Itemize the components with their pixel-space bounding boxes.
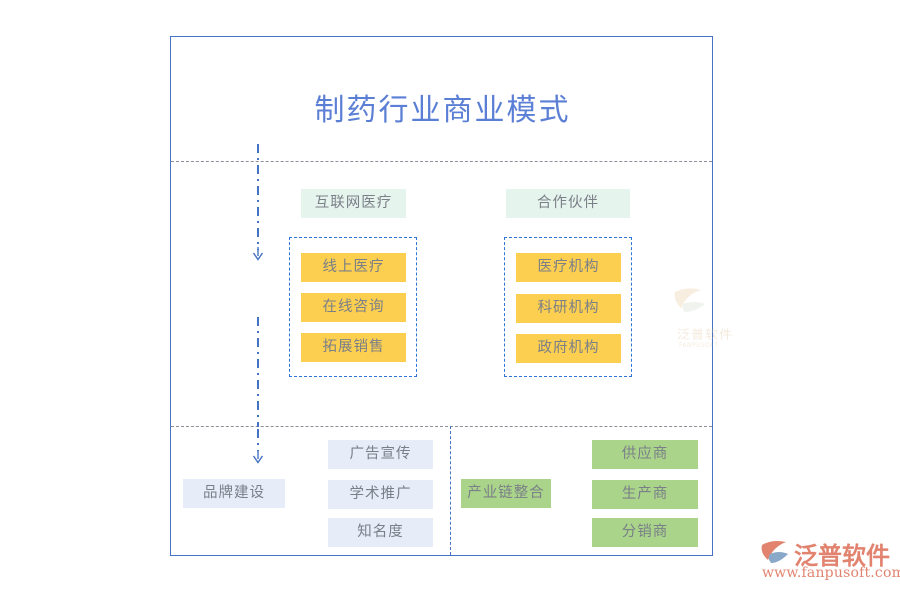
chip-industry-chain-integration[interactable]: 产业链整合 xyxy=(461,479,551,508)
separator-bottom xyxy=(171,426,712,427)
logo-mark-icon xyxy=(760,539,790,565)
chip-medical-institution[interactable]: 医疗机构 xyxy=(516,253,621,282)
watermark-text: 泛普软件 xyxy=(677,328,734,343)
logo-wordmark: 泛普软件 xyxy=(794,542,890,570)
chip-supplier[interactable]: 供应商 xyxy=(592,440,698,469)
chip-online-consultation[interactable]: 在线咨询 xyxy=(301,293,406,322)
chip-academic-promotion[interactable]: 学术推广 xyxy=(328,480,433,509)
chip-brand-awareness[interactable]: 知名度 xyxy=(328,518,433,547)
arrow-down-icon-upper xyxy=(251,247,265,261)
watermark: 泛普软件 FANPUSOFT xyxy=(669,282,819,372)
chip-brand-building[interactable]: 品牌建设 xyxy=(183,479,285,508)
arrow-down-icon-lower xyxy=(251,450,265,464)
flow-line-segment-middle xyxy=(257,317,259,427)
chip-advertising[interactable]: 广告宣传 xyxy=(328,440,433,469)
diagram-frame: 制药行业商业模式 泛普软件 FANPUSOFT 互联网医疗 线上医疗 在线咨询 … xyxy=(170,36,732,556)
flow-line-segment-top xyxy=(257,144,259,250)
logo-url: www.fanpusoft.com xyxy=(762,565,900,581)
separator-top xyxy=(171,161,712,162)
chip-distributor[interactable]: 分销商 xyxy=(592,518,698,547)
flow-line-segment-bottom xyxy=(257,429,259,451)
chip-producer[interactable]: 生产商 xyxy=(592,480,698,509)
group-header-partners: 合作伙伴 xyxy=(506,189,630,218)
company-logo: 泛普软件 www.fanpusoft.com xyxy=(760,537,900,587)
chip-online-medical[interactable]: 线上医疗 xyxy=(301,253,406,282)
bottom-section-divider xyxy=(450,426,451,555)
chip-expand-sales[interactable]: 拓展销售 xyxy=(301,333,406,362)
group-box-partners xyxy=(504,237,632,377)
group-header-internet-medical: 互联网医疗 xyxy=(301,189,406,218)
chip-government-institution[interactable]: 政府机构 xyxy=(516,334,621,363)
page-title: 制药行业商业模式 xyxy=(314,93,571,128)
watermark-subtext: FANPUSOFT xyxy=(679,342,719,349)
group-box-internet-medical xyxy=(289,237,417,377)
chip-research-institution[interactable]: 科研机构 xyxy=(516,294,621,323)
